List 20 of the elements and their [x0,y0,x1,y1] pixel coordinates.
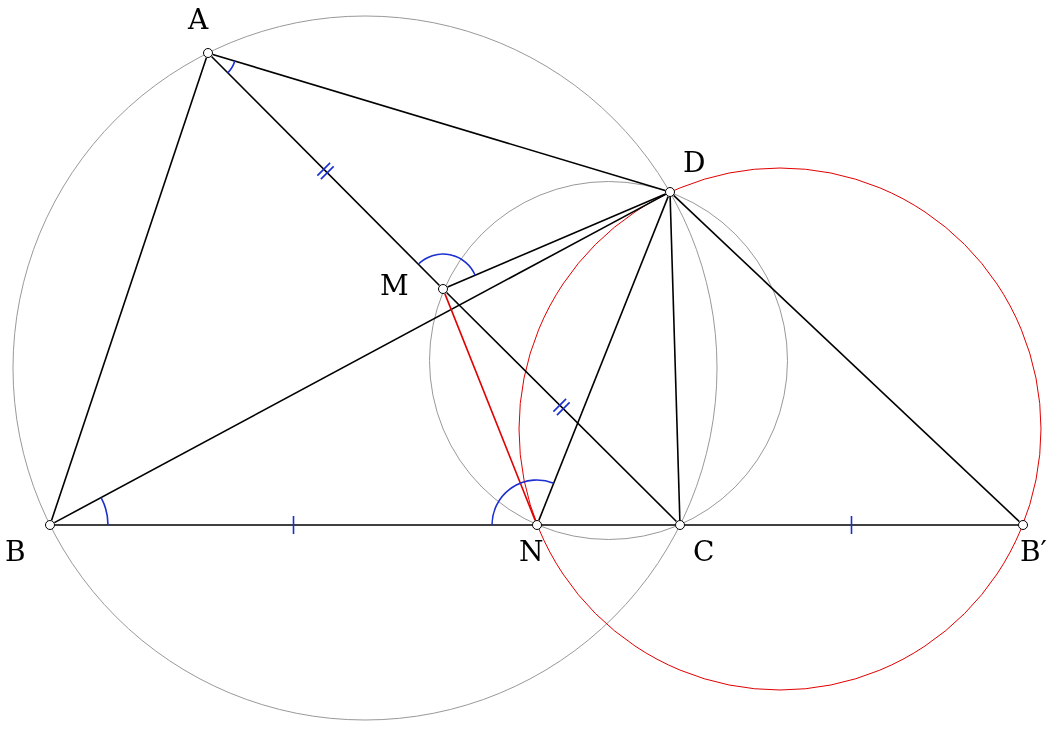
point-label: M [380,272,409,300]
line-segment [212,53,666,192]
line-segment [445,291,678,523]
line-segment [669,196,681,521]
point-label: B′ [1020,538,1047,566]
point-label: A [188,6,209,34]
point-label: C [693,538,715,566]
point-label: D [683,149,706,177]
line-segment [538,195,669,522]
point-label: B [5,538,26,566]
line-segment [446,193,667,288]
line-segment [54,524,533,526]
line-segment [684,524,1019,526]
line-segment [541,524,676,526]
line-segment [444,292,536,522]
point-label: N [519,538,544,566]
line-segment [210,55,441,287]
line-segment [53,193,667,524]
line-segment [672,194,1021,523]
line-segment [50,56,208,522]
